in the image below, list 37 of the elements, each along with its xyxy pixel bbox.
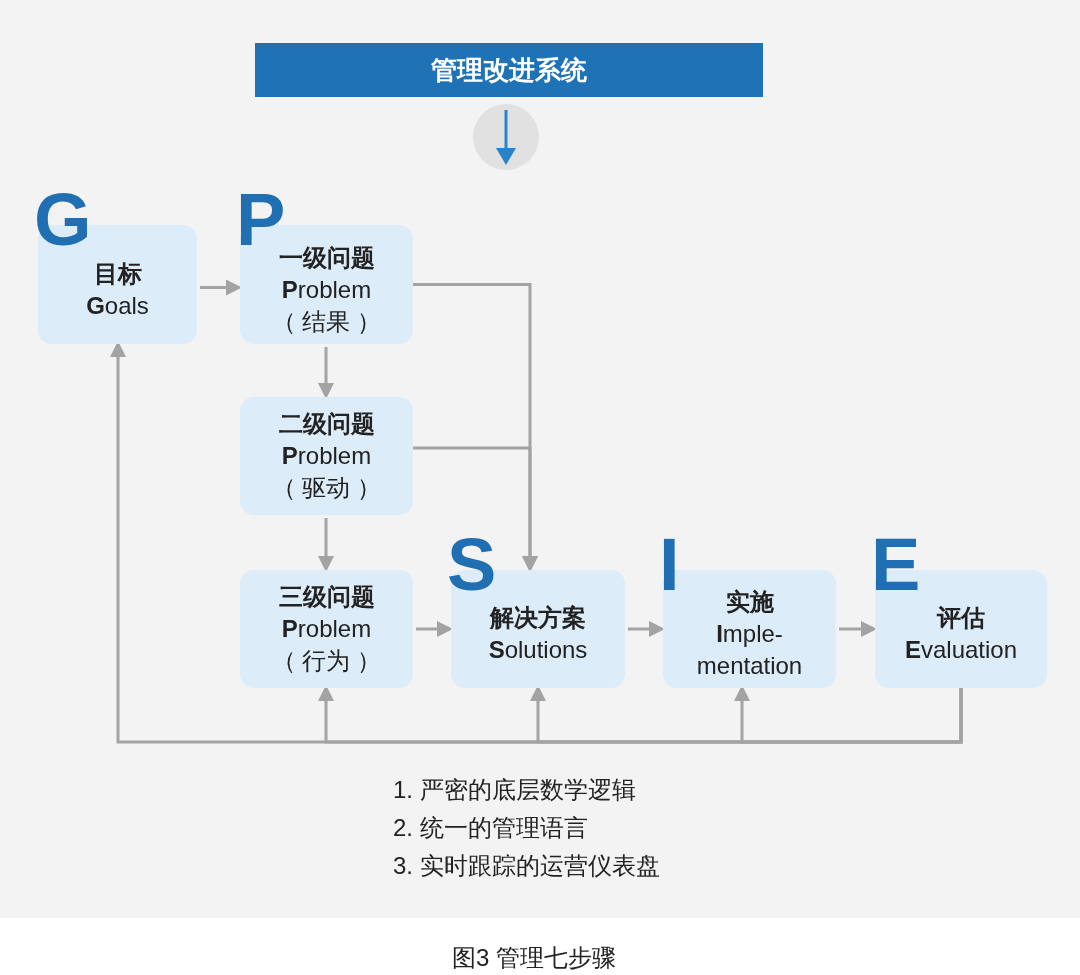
connector-arrow (318, 347, 334, 399)
connector-arrow (200, 279, 242, 296)
step-letter: E (871, 528, 921, 602)
step-letter: S (447, 528, 497, 602)
step-term: Imple- mentation (695, 619, 804, 681)
step-note: （ 结果 ） (271, 306, 382, 337)
step-box (240, 397, 413, 515)
step-term: Problem (280, 274, 373, 305)
connector-arrow (413, 446, 538, 572)
step-term: Evaluation (903, 635, 1019, 665)
step-heading: 实施 (725, 587, 774, 617)
step-term: Solutions (487, 635, 589, 665)
step-letter: I (659, 528, 680, 602)
title-banner (255, 43, 763, 97)
step-letter: G (34, 183, 92, 257)
list-item: 3. 实时跟踪的运营仪表盘 (393, 851, 660, 881)
step-heading: 一级问题 (278, 243, 375, 273)
step-box (240, 570, 413, 688)
step-heading: 目标 (93, 258, 142, 289)
list-item: 1. 严密的底层数学逻辑 (393, 775, 636, 805)
connector-arrow (110, 341, 963, 744)
connector-arrow (416, 621, 453, 637)
banner-title: 管理改进系统 (431, 53, 587, 87)
step-heading: 二级问题 (278, 409, 375, 439)
step-term: Problem (280, 441, 373, 471)
list-item: 2. 统一的管理语言 (393, 813, 588, 843)
connector-arrow (628, 621, 665, 637)
step-heading: 三级问题 (278, 582, 375, 612)
figure-caption: 图3 管理七步骤 (451, 943, 617, 973)
step-term: Goals (85, 290, 150, 321)
step-heading: 解决方案 (490, 603, 586, 633)
step-term: Problem (280, 614, 373, 644)
step-heading: 评估 (937, 603, 985, 633)
step-note: （ 驱动 ） (271, 473, 382, 503)
connector-arrow (318, 518, 334, 572)
step-note: （ 行为 ） (271, 646, 382, 676)
connector-arrow (839, 621, 877, 637)
